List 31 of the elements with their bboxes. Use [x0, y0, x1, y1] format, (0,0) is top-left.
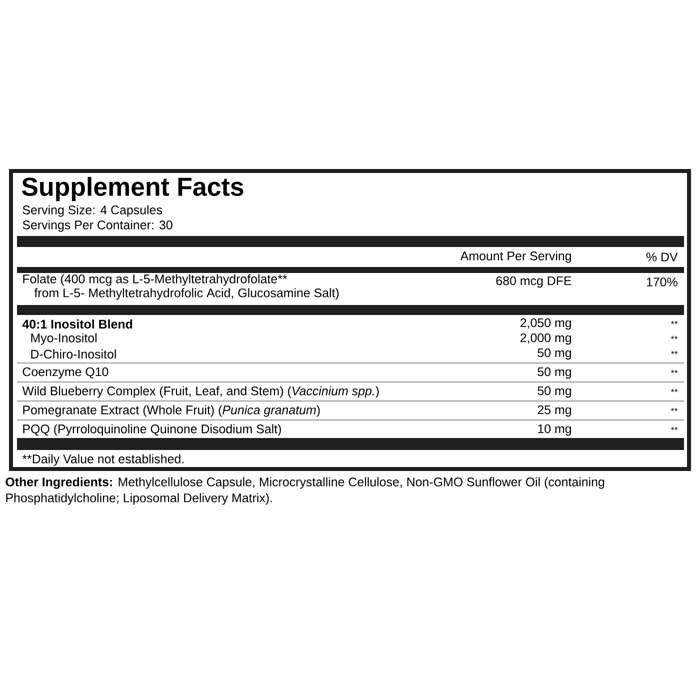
daily-value-text: **: [670, 388, 678, 392]
amount-text: 10 mg: [538, 424, 571, 436]
amount-text: 50 mg: [538, 386, 571, 398]
amount-text: 50 mg: [538, 367, 571, 379]
amount-text: 25 mg: [538, 405, 571, 417]
row-label: Coenzyme Q10: [22, 367, 108, 379]
row-label: PQQ (Pyrroloquinoline Quinone Disodium Salt): [23, 424, 281, 436]
row-label: **Daily Value not established.: [22, 454, 184, 466]
row-label: D-Chiro-Inositol: [31, 349, 116, 359]
ingredients-note: Other Ingredients: Methylcellulose Capsule, Microcrystalline Cellulose, Non-GMO Sunflower Oil (containing Phosphatidylcholine; Liposomal Delivery Matrix).: [6, 477, 604, 505]
daily-value-text: % DV: [646, 252, 678, 262]
row-label: Pomegranate Extract (Whole Fruit) (Punica granatum): [23, 405, 320, 417]
row-label: Serving Size: 4 Capsules: [22, 205, 162, 217]
daily-value-text: **: [670, 408, 678, 412]
amount-text: 680 mcg DFE: [496, 276, 572, 288]
row-label: Myo-Inositol: [31, 333, 96, 345]
daily-value-text: **: [670, 350, 678, 354]
title: Supplement Facts: [22, 176, 244, 202]
amount-text: 2,050 mg: [520, 318, 571, 330]
daily-value-text: **: [670, 320, 678, 324]
daily-value-text: **: [670, 336, 678, 340]
row-label: Servings Per Container: 30: [22, 220, 172, 232]
amount-text: 50 mg: [538, 348, 571, 360]
daily-value-text: **: [670, 370, 678, 374]
daily-value-text: 170%: [646, 278, 678, 286]
row-label: 40:1 Inositol Blend: [22, 319, 132, 329]
row-label: Folate (400 mcg as L-5-Methyltetrahydrofolate** from L-5- Methyltetrahydrofolic Acid, Glucosamine Salt): [23, 274, 339, 300]
row-label: Wild Blueberry Complex (Fruit, Leaf, and Stem) (Vaccinium spp.): [22, 386, 379, 398]
daily-value-text: **: [670, 426, 678, 430]
amount-text: 2,000 mg: [520, 333, 571, 345]
amount-text: Amount Per Serving: [460, 251, 571, 263]
